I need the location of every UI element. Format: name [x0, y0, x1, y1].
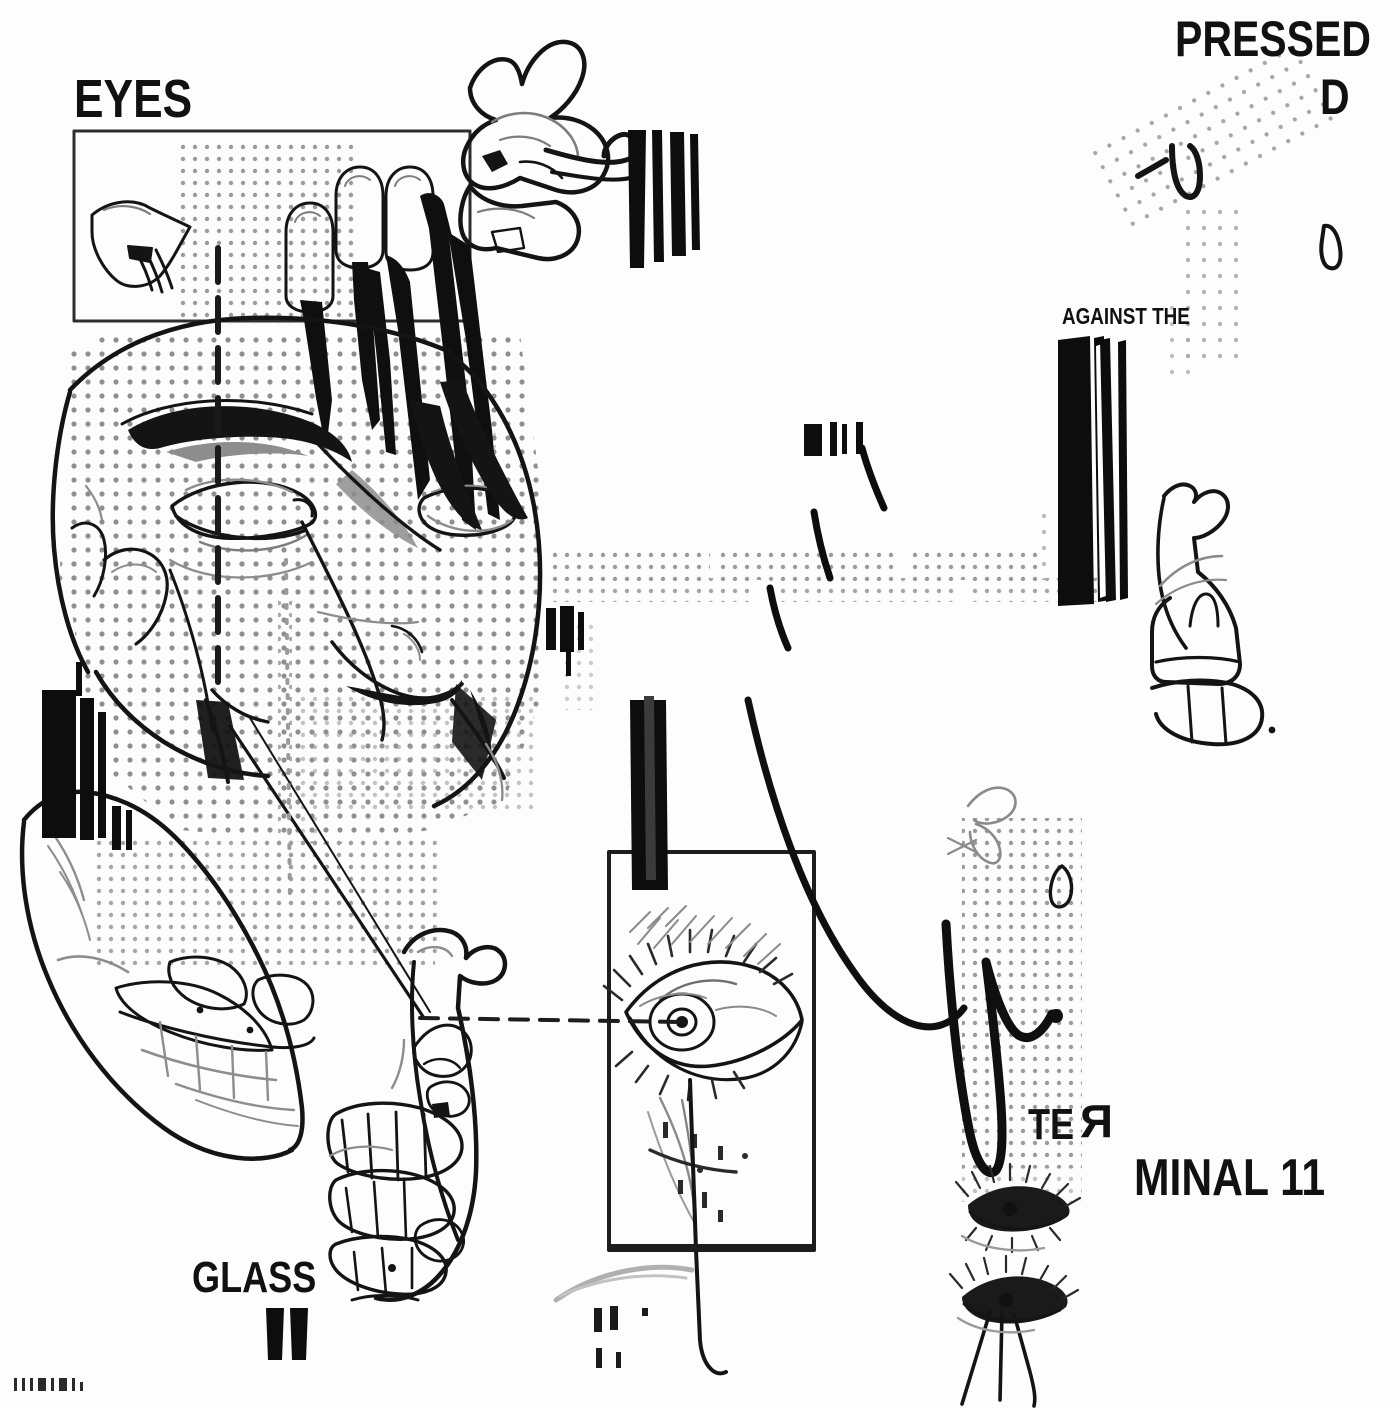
label-glass-text: GLASS — [192, 1253, 317, 1302]
signature-mark — [30, 1378, 33, 1391]
label-against-the-text: AGAINST THE — [1062, 303, 1190, 329]
label-eyes-text: EYES — [74, 69, 193, 129]
label-terminal-minal: MINAL 11 — [1134, 1152, 1367, 1204]
label-terminal-minal-text: MINAL 11 — [1134, 1149, 1326, 1207]
signature-mark — [51, 1378, 54, 1391]
signature-marks — [14, 1378, 83, 1391]
signature-mark — [72, 1378, 75, 1391]
label-eyes: EYES — [74, 72, 218, 126]
label-glass: GLASS — [192, 1256, 344, 1300]
signature-mark — [59, 1378, 67, 1391]
label-terminal-r-text: R — [1079, 1095, 1113, 1147]
label-terminal-r-reversed: R — [1079, 1095, 1113, 1147]
label-pressed-text: PRESSED — [1175, 11, 1371, 67]
signature-mark — [14, 1378, 17, 1391]
label-terminal-te-text: TE — [1028, 1100, 1075, 1149]
label-stray-d: D — [1320, 72, 1356, 122]
frame-base-bar — [609, 1244, 815, 1252]
glass-marks-icon — [266, 1308, 308, 1360]
signature-mark — [80, 1382, 83, 1391]
signature-mark — [38, 1378, 46, 1391]
label-stray-d-text: D — [1320, 69, 1350, 125]
label-pressed: PRESSED — [1175, 14, 1400, 64]
signature-mark — [22, 1378, 25, 1391]
label-terminal-te: TE — [1028, 1103, 1084, 1147]
label-against-the: AGAINST THE — [1062, 305, 1218, 328]
